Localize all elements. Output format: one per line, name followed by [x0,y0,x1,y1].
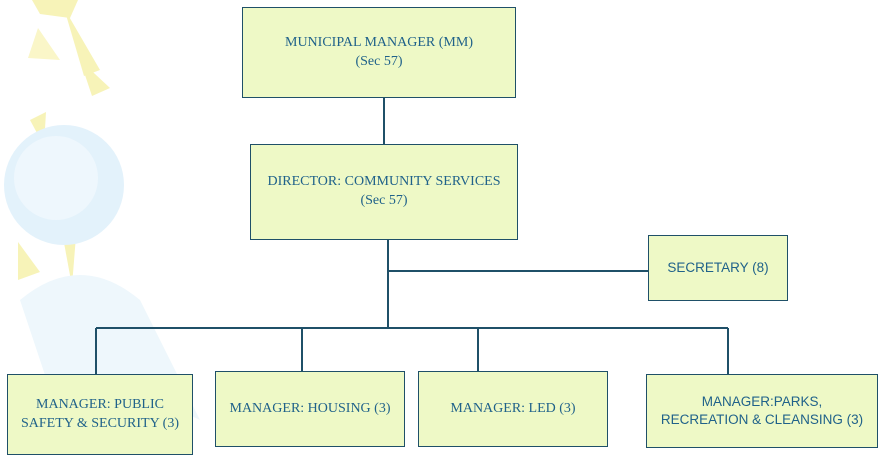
node-director-section: (Sec 57) [360,193,408,208]
node-manager-parks: MANAGER:PARKS, RECREATION & CLEANSING (3… [646,374,878,448]
node-secretary: SECRETARY (8) [648,235,788,301]
node-public-safety-line1: MANAGER: PUBLIC [36,396,164,412]
node-manager-led: MANAGER: LED (3) [418,371,608,447]
node-manager-housing: MANAGER: HOUSING (3) [215,371,405,447]
node-parks-line2: RECREATION & CLEANSING (3) [660,412,864,427]
node-public-safety-line2: SAFETY & SECURITY (3) [20,415,180,431]
node-manager-public-safety: MANAGER: PUBLIC SAFETY & SECURITY (3) [7,374,193,455]
node-led-title: MANAGER: LED (3) [450,400,576,416]
node-director-community-services: DIRECTOR: COMMUNITY SERVICES (Sec 57) [250,144,518,240]
node-municipal-manager-title: MUNICIPAL MANAGER (MM) [285,34,473,50]
node-director-title: DIRECTOR: COMMUNITY SERVICES [267,174,501,190]
node-secretary-title: SECRETARY (8) [667,259,769,275]
node-municipal-manager: MUNICIPAL MANAGER (MM) (Sec 57) [242,7,516,98]
node-housing-title: MANAGER: HOUSING (3) [229,400,391,416]
node-parks-line1: MANAGER:PARKS, [701,393,823,409]
node-municipal-manager-section: (Sec 57) [355,53,403,69]
